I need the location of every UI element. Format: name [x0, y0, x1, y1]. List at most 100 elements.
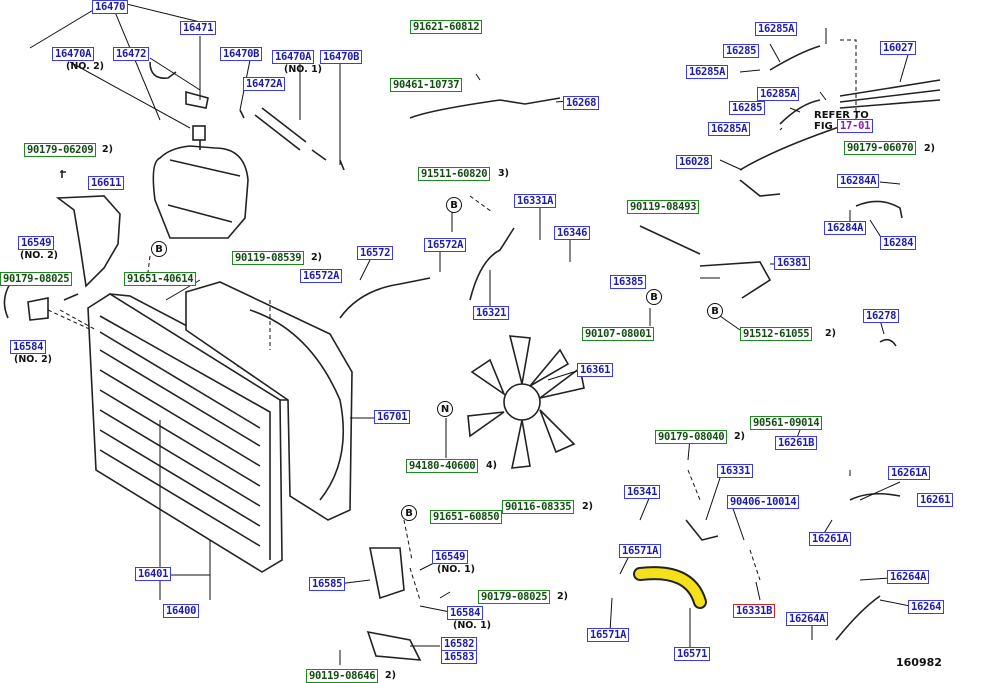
part-label-90119-08493[interactable]: 90119-08493 [627, 200, 700, 214]
part-label-16470a[interactable]: 16470A [272, 50, 315, 64]
position-note: (NO. 2) [20, 250, 59, 261]
part-label-16582[interactable]: 16582 [441, 637, 478, 651]
part-label-16471[interactable]: 16471 [180, 21, 217, 35]
part-label-16583[interactable]: 16583 [441, 650, 478, 664]
part-label-90179-08040[interactable]: 90179-08040 [655, 430, 728, 444]
quantity-note: 2) [734, 431, 745, 442]
refer-to-text: REFER TO [814, 110, 869, 121]
ref-symbol-n: N [437, 401, 453, 417]
part-label-90119-08539[interactable]: 90119-08539 [232, 251, 305, 265]
part-label-16321[interactable]: 16321 [473, 306, 510, 320]
part-label-91621-60812[interactable]: 91621-60812 [410, 20, 483, 34]
part-label-90116-08335[interactable]: 90116-08335 [502, 500, 575, 514]
part-label-16584[interactable]: 16584 [10, 340, 47, 354]
part-label-16401[interactable]: 16401 [135, 567, 172, 581]
part-label-16261[interactable]: 16261 [917, 493, 954, 507]
part-label-94180-40600[interactable]: 94180-40600 [406, 459, 479, 473]
part-label-16572[interactable]: 16572 [357, 246, 394, 260]
quantity-note: 2) [102, 144, 113, 155]
part-label-16571a[interactable]: 16571A [587, 628, 630, 642]
ref-symbol-b: B [446, 197, 462, 213]
part-label-90561-09014[interactable]: 90561-09014 [750, 416, 823, 430]
part-label-90179-08025[interactable]: 90179-08025 [0, 272, 73, 286]
part-label-16278[interactable]: 16278 [863, 309, 900, 323]
part-label-16470a[interactable]: 16470A [52, 47, 95, 61]
reservoir-cap [192, 125, 206, 141]
part-label-16264a[interactable]: 16264A [786, 612, 829, 626]
part-label-16284a[interactable]: 16284A [837, 174, 880, 188]
part-label-16261a[interactable]: 16261A [809, 532, 852, 546]
part-label-16585[interactable]: 16585 [309, 577, 346, 591]
position-note: (NO. 2) [66, 61, 105, 72]
part-label-16261a[interactable]: 16261A [888, 466, 931, 480]
part-label-16584[interactable]: 16584 [447, 606, 484, 620]
part-label-16549[interactable]: 16549 [18, 236, 55, 250]
part-label-16285a[interactable]: 16285A [757, 87, 800, 101]
part-label-90179-06209[interactable]: 90179-06209 [24, 143, 97, 157]
part-label-16027[interactable]: 16027 [880, 41, 917, 55]
part-label-16331[interactable]: 16331 [717, 464, 754, 478]
part-label-16572a[interactable]: 16572A [300, 269, 343, 283]
part-label-16571[interactable]: 16571 [674, 647, 711, 661]
part-label-90119-08646[interactable]: 90119-08646 [306, 669, 379, 683]
quantity-note: 3) [498, 168, 509, 179]
part-label-16361[interactable]: 16361 [577, 363, 614, 377]
part-label-16400[interactable]: 16400 [163, 604, 200, 618]
part-label-16470b[interactable]: 16470B [320, 50, 363, 64]
part-label-90107-08001[interactable]: 90107-08001 [582, 327, 655, 341]
part-label-16346[interactable]: 16346 [554, 226, 591, 240]
part-label-16472a[interactable]: 16472A [243, 77, 286, 91]
part-label-16261b[interactable]: 16261B [775, 436, 818, 450]
hose-16572 [339, 277, 431, 319]
part-label-90179-08025[interactable]: 90179-08025 [478, 590, 551, 604]
part-label-16571a[interactable]: 16571A [619, 544, 662, 558]
part-label-16381[interactable]: 16381 [774, 256, 811, 270]
part-label-16285[interactable]: 16285 [729, 101, 766, 115]
part-label-16549[interactable]: 16549 [432, 550, 469, 564]
part-label-16472[interactable]: 16472 [113, 47, 150, 61]
fan-shroud [185, 281, 353, 521]
ref-symbol-b: B [151, 241, 167, 257]
ref-symbol-b: B [646, 289, 662, 305]
part-label-16572a[interactable]: 16572A [424, 238, 467, 252]
ref-symbol-b: B [707, 303, 723, 319]
part-label-91512-61055[interactable]: 91512-61055 [740, 327, 813, 341]
quantity-note: 2) [557, 591, 568, 602]
part-label-16285a[interactable]: 16285A [708, 122, 751, 136]
part-label-16285[interactable]: 16285 [723, 44, 760, 58]
part-label-16285a[interactable]: 16285A [686, 65, 729, 79]
part-label-90179-06070[interactable]: 90179-06070 [844, 141, 917, 155]
part-label-16470[interactable]: 16470 [92, 0, 129, 14]
part-label-91651-40614[interactable]: 91651-40614 [124, 272, 197, 286]
position-note: (NO. 1) [284, 64, 323, 75]
part-label-16341[interactable]: 16341 [624, 485, 661, 499]
part-label-16701[interactable]: 16701 [374, 410, 411, 424]
reservoir-tank [152, 145, 249, 239]
part-label-16331b[interactable]: 16331B [733, 604, 776, 618]
quantity-note: 2) [582, 501, 593, 512]
part-label-17-01[interactable]: 17-01 [837, 119, 874, 133]
part-label-16385[interactable]: 16385 [610, 275, 647, 289]
quantity-note: 2) [825, 328, 836, 339]
part-label-16284[interactable]: 16284 [880, 236, 917, 250]
part-label-16264a[interactable]: 16264A [887, 570, 930, 584]
part-label-16264[interactable]: 16264 [908, 600, 945, 614]
part-label-91651-60850[interactable]: 91651-60850 [430, 510, 503, 524]
part-label-16284a[interactable]: 16284A [824, 221, 867, 235]
part-label-16268[interactable]: 16268 [563, 96, 600, 110]
part-label-16331a[interactable]: 16331A [514, 194, 557, 208]
quantity-note: 2) [385, 670, 396, 681]
part-label-91511-60820[interactable]: 91511-60820 [418, 167, 491, 181]
part-label-16611[interactable]: 16611 [88, 176, 125, 190]
quantity-note: 2) [924, 143, 935, 154]
part-label-90406-10014[interactable]: 90406-10014 [727, 495, 800, 509]
refer-fig-text: FIG [814, 121, 833, 132]
quantity-note: 2) [311, 252, 322, 263]
position-note: (NO. 1) [437, 564, 476, 575]
part-label-16470b[interactable]: 16470B [220, 47, 263, 61]
part-label-16285a[interactable]: 16285A [755, 22, 798, 36]
part-label-16028[interactable]: 16028 [676, 155, 713, 169]
part-label-90461-10737[interactable]: 90461-10737 [390, 78, 463, 92]
